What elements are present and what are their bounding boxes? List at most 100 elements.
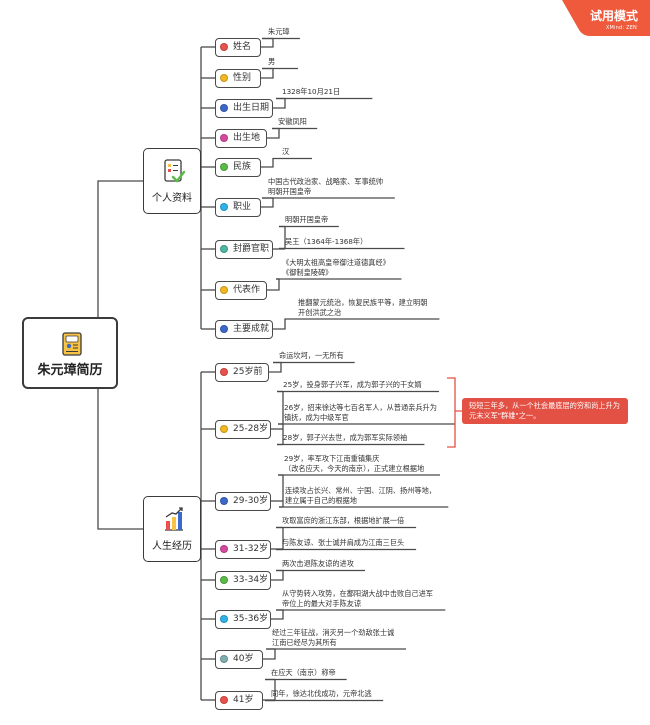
- leaf-text[interactable]: 从守势转入攻势，在鄱阳湖大战中击败自己进军帝位上的最大对手陈友谅: [282, 589, 433, 608]
- leaf-text[interactable]: 汉: [282, 147, 289, 157]
- topic-node[interactable]: 性别: [215, 69, 261, 88]
- leaf-text[interactable]: 两次击退陈友谅的进攻: [282, 559, 354, 569]
- leaf-line: 安徽凤阳: [278, 117, 307, 126]
- topic-node[interactable]: 25岁前: [215, 363, 269, 382]
- leaf-text[interactable]: 推翻蒙元统治，恢复民族平等，建立明朝开创洪武之治: [298, 298, 427, 317]
- leaf-line: 攻取富庶的浙江东部，根据地扩展一倍: [282, 516, 405, 525]
- leaf-line: （改名应天，今天的南京），正式建立根据地: [284, 463, 425, 473]
- topic-node[interactable]: 33-34岁: [215, 571, 271, 590]
- leaf-line: 明朝开国皇帝: [268, 186, 312, 196]
- badge-shape: [562, 0, 650, 36]
- leaf-text[interactable]: 同年，徐达北伐成功，元帝北逃: [271, 689, 372, 699]
- leaf-connector: [261, 37, 274, 48]
- leaf-text[interactable]: 男: [268, 57, 275, 67]
- category-label: 人生经历: [152, 541, 192, 552]
- leaf-connector: [267, 278, 280, 291]
- topic-node[interactable]: 35-36岁: [215, 610, 271, 629]
- marker-dot-icon: [220, 104, 228, 112]
- leaf-connector: [271, 609, 284, 620]
- leaf-connector: [267, 127, 280, 139]
- topic-node[interactable]: 出生日期: [215, 99, 273, 118]
- trial-mode-label: 试用模式: [589, 9, 638, 23]
- leaf-text[interactable]: 吴王（1364年-1368年）: [285, 237, 367, 247]
- topic-label: 25岁前: [233, 367, 263, 377]
- leaf-line: 汉: [282, 147, 290, 156]
- topic-node[interactable]: 主要成就: [215, 320, 273, 339]
- marker-dot-icon: [220, 497, 228, 505]
- leaf-text[interactable]: 连续攻占长兴、常州、宁国、江阴、扬州等地，建立属于自己的根据地: [285, 486, 436, 505]
- leaf-text[interactable]: 明朝开国皇帝: [285, 215, 328, 225]
- leaf-text[interactable]: 在应天（南京）称帝: [271, 668, 336, 678]
- category-node[interactable]: 人生经历: [143, 496, 201, 562]
- topic-label: 性别: [233, 73, 252, 83]
- leaf-text[interactable]: 1328年10月21日: [282, 87, 340, 97]
- topic-label: 25-28岁: [233, 424, 269, 434]
- leaf-text[interactable]: 中国古代政治家、战略家、军事统帅明朝开国皇帝: [268, 177, 383, 196]
- leaf-line: 与陈友谅、张士诚并肩成为江南三巨头: [282, 538, 405, 547]
- topic-label: 出生地: [233, 133, 261, 143]
- leaf-line: 《御制皇陵碑》: [282, 267, 333, 277]
- leaf-line: 25岁，投身郭子兴军，成为郭子兴的干女婿: [283, 380, 422, 389]
- topic-node[interactable]: 封爵官职: [215, 240, 273, 259]
- leaf-line: 两次击退陈友谅的进攻: [282, 559, 354, 568]
- topic-node[interactable]: 代表作: [215, 281, 267, 300]
- marker-dot-icon: [220, 286, 228, 294]
- leaf-text[interactable]: 28岁，郭子兴去世，成为郭军实际领袖: [283, 433, 407, 443]
- leaf-text[interactable]: 29岁，率军攻下江南重镇集庆（改名应天，今天的南京），正式建立根据地: [284, 454, 424, 473]
- category-node[interactable]: 个人资料: [143, 148, 201, 214]
- leaf-line: 《大明太祖高皇帝御注道德真经》: [282, 258, 390, 267]
- leaf-line: 经过三年征战，消灭另一个劲敌张士诚: [272, 628, 395, 637]
- marker-dot-icon: [220, 203, 228, 211]
- root-node[interactable]: 朱元璋简历: [22, 317, 118, 389]
- leaf-line: 同年，徐达北伐成功，元帝北逃: [271, 689, 372, 698]
- topic-node[interactable]: 29-30岁: [215, 492, 271, 511]
- trial-mode-badge: 试用模式 XMind: ZEN: [562, 0, 650, 36]
- leaf-text[interactable]: 与陈友谅、张士诚并肩成为江南三巨头: [282, 538, 404, 548]
- topic-label: 35-36岁: [233, 614, 269, 624]
- topic-node[interactable]: 姓名: [215, 38, 261, 57]
- leaf-text[interactable]: 26岁，招来徐达等七百名军人，从普通亲兵升为镇抚，成为中级军官: [284, 403, 437, 422]
- topic-label: 代表作: [233, 285, 261, 295]
- marker-dot-icon: [220, 576, 228, 584]
- leaf-line: 朱元璋: [268, 27, 290, 36]
- leaf-text[interactable]: 攻取富庶的浙江东部，根据地扩展一倍: [282, 516, 404, 526]
- leaf-line: 推翻蒙元统治，恢复民族平等，建立明朝: [298, 298, 428, 307]
- topic-node[interactable]: 职业: [215, 198, 261, 217]
- topic-node[interactable]: 25-28岁: [215, 420, 271, 439]
- marker-dot-icon: [220, 615, 228, 623]
- marker-dot-icon: [220, 245, 228, 253]
- topic-node[interactable]: 40岁: [215, 650, 263, 669]
- brand-label: XMind: ZEN: [605, 25, 637, 31]
- leaf-text[interactable]: 安徽凤阳: [278, 117, 307, 127]
- topic-label: 出生日期: [233, 103, 270, 113]
- topic-node[interactable]: 民族: [215, 158, 261, 177]
- leaf-line: 帝位上的最大对手陈友谅: [282, 598, 362, 608]
- topic-node[interactable]: 41岁: [215, 691, 263, 710]
- summary-callout[interactable]: 短短三年多，从一个社会最底层的穷和尚上升为 元末义军"群雄"之一。: [462, 398, 628, 424]
- topic-node[interactable]: 出生地: [215, 129, 267, 148]
- topic-label: 33-34岁: [233, 575, 269, 585]
- leaf-connector: [261, 67, 274, 79]
- leaf-line: 男: [268, 57, 276, 66]
- topic-label: 40岁: [233, 654, 254, 664]
- leaf-line: 江南已经尽为其所有: [272, 637, 337, 647]
- leaf-line: 中国古代政治家、战略家、军事统帅: [268, 177, 384, 186]
- leaf-text[interactable]: 经过三年征战，消灭另一个劲敌张士诚江南已经尽为其所有: [272, 628, 394, 647]
- growth-chart-icon: [165, 507, 183, 531]
- topic-label: 29-30岁: [233, 496, 269, 506]
- leaf-text[interactable]: 25岁，投身郭子兴军，成为郭子兴的干女婿: [283, 380, 422, 390]
- leaf-line: 明朝开国皇帝: [285, 215, 329, 224]
- topic-label: 姓名: [233, 42, 252, 52]
- topic-node[interactable]: 31-32岁: [215, 540, 271, 559]
- topic-label: 封爵官职: [233, 244, 270, 254]
- leaf-connector: [273, 318, 292, 330]
- marker-dot-icon: [220, 425, 228, 433]
- leaf-text[interactable]: 命运坎坷，一无所有: [279, 351, 344, 361]
- marker-dot-icon: [220, 655, 228, 663]
- topic-label: 职业: [233, 202, 252, 212]
- marker-dot-icon: [220, 368, 228, 376]
- leaf-text[interactable]: 朱元璋: [268, 27, 290, 37]
- leaf-text[interactable]: 《大明太祖高皇帝御注道德真经》《御制皇陵碑》: [282, 258, 390, 277]
